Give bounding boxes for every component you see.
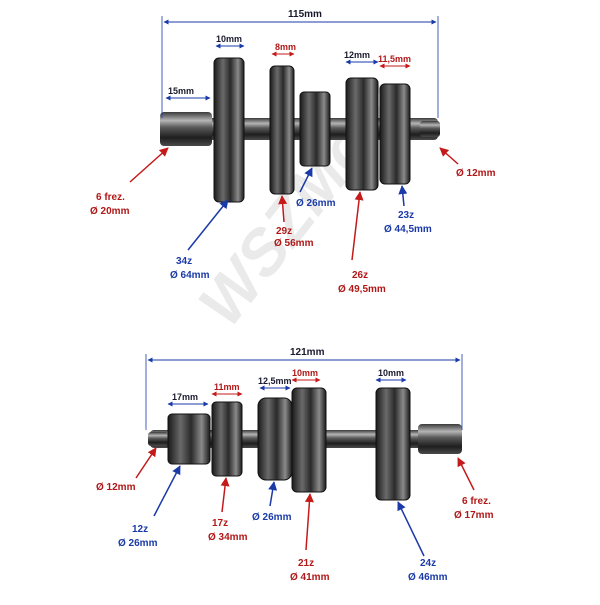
top-dim-10mm: 10mm	[216, 34, 242, 44]
top-callouts: 6 frez. Ø 20mm 34z Ø 64mm 29z Ø 56mm Ø 2…	[90, 147, 496, 295]
bottom-gear-17z	[211, 401, 243, 477]
bottom-dim-12-5mm: 12,5mm	[258, 376, 292, 386]
top-collar	[299, 91, 331, 167]
top-gear23-dia: Ø 44,5mm	[384, 224, 432, 235]
top-shaft	[160, 57, 440, 203]
top-gear-26z	[345, 77, 379, 191]
top-gear34-dia: Ø 64mm	[170, 270, 210, 281]
top-gear34-teeth: 34z	[176, 256, 192, 267]
top-splines-label: 6 frez.	[96, 192, 125, 203]
bottom-dim-11mm: 11mm	[214, 382, 240, 392]
bottom-shaft-dia: Ø 26mm	[252, 512, 292, 523]
top-gear29-dia: Ø 56mm	[274, 238, 314, 249]
bottom-dim-17mm: 17mm	[172, 392, 198, 402]
bottom-collar	[257, 397, 293, 481]
bottom-dim-10mm-b: 10mm	[378, 368, 404, 378]
bottom-gear21-dia: Ø 41mm	[290, 572, 330, 583]
bottom-gear24-teeth: 24z	[420, 558, 436, 569]
top-gear29-teeth: 29z	[276, 226, 292, 237]
bottom-gear17-teeth: 17z	[212, 518, 228, 529]
bottom-gear12-dia: Ø 26mm	[118, 538, 158, 549]
top-gear-29z	[269, 65, 295, 195]
bottom-gear21-teeth: 21z	[298, 558, 314, 569]
top-gear26-dia: Ø 49,5mm	[338, 284, 386, 295]
top-gear-34z	[213, 57, 245, 203]
top-dim-8mm: 8mm	[275, 42, 296, 52]
top-dim-15mm: 15mm	[168, 86, 194, 96]
top-dimensions: 115mm 10mm 8mm 12mm 11,5mm 15mm	[161, 9, 439, 118]
bottom-callouts: Ø 12mm 12z Ø 26mm 17z Ø 34mm Ø 26mm 21z …	[96, 447, 494, 583]
top-splines-dia: Ø 20mm	[90, 206, 130, 217]
bottom-dim-10mm-a: 10mm	[292, 368, 318, 378]
bottom-gear-12z	[167, 413, 211, 465]
top-gear-23z	[379, 83, 411, 185]
top-shaft-spline-end	[160, 112, 212, 146]
top-dim-12mm: 12mm	[344, 50, 370, 60]
bottom-total-length: 121mm	[290, 347, 325, 358]
bottom-gear-24z	[375, 387, 411, 501]
top-dim-11-5mm: 11,5mm	[378, 54, 411, 64]
bottom-gear17-dia: Ø 34mm	[208, 532, 248, 543]
bottom-end-dia: Ø 12mm	[96, 482, 136, 493]
bottom-splines-label: 6 frez.	[462, 496, 491, 507]
bottom-splines-dia: Ø 17mm	[454, 510, 494, 521]
top-shaft-dia: Ø 26mm	[296, 198, 336, 209]
bottom-gear24-dia: Ø 46mm	[408, 572, 448, 583]
bottom-dimensions: 121mm 17mm 11mm 12,5mm 10mm 10mm	[145, 347, 463, 430]
top-total-length: 115mm	[288, 9, 322, 20]
bottom-shaft-spline-end	[418, 424, 462, 454]
top-gear26-teeth: 26z	[352, 270, 368, 281]
top-shaft-tip	[420, 121, 440, 137]
top-end-dia: Ø 12mm	[456, 168, 496, 179]
top-gear23-teeth: 23z	[398, 210, 414, 221]
bottom-shaft	[148, 387, 462, 501]
bottom-gear12-teeth: 12z	[132, 524, 148, 535]
bottom-gear-21z	[291, 387, 327, 493]
bottom-shaft-tip	[148, 432, 168, 446]
